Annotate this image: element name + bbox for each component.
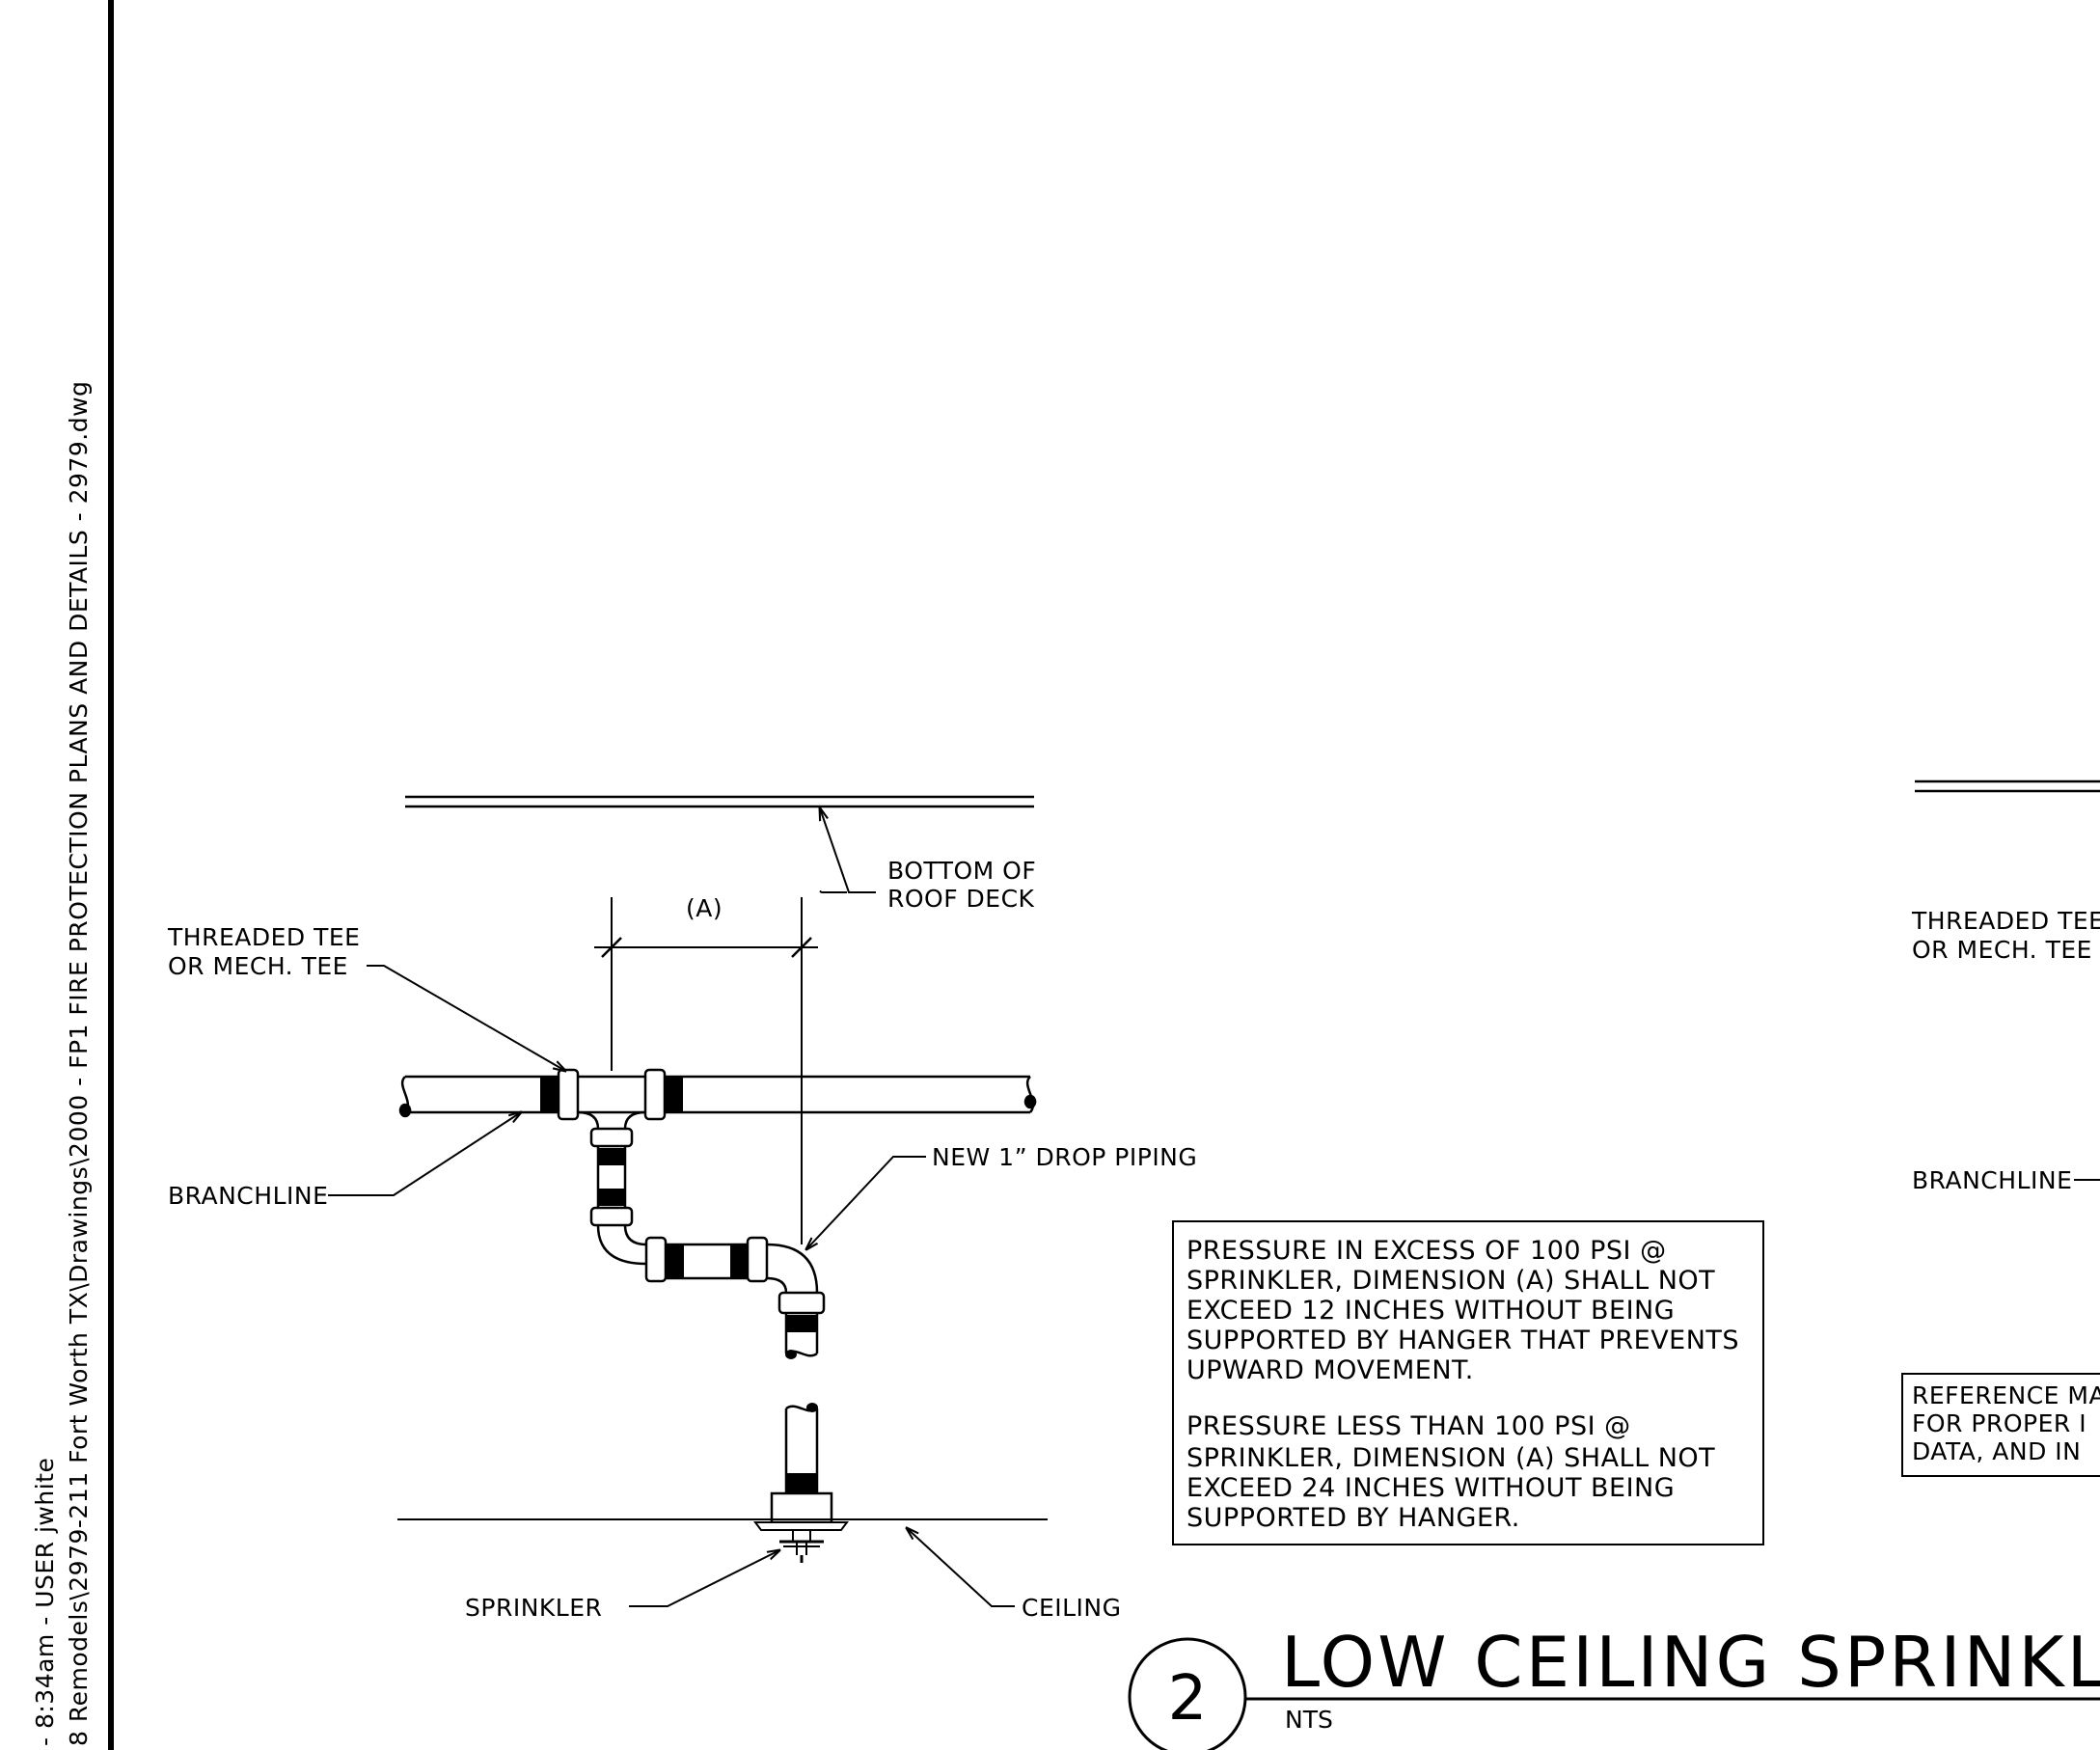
pressure-note-box: PRESSURE IN EXCESS OF 100 PSI @ SPRINKLE… (1172, 1220, 1764, 1545)
note-p1-line5: UPWARD MOVEMENT. (1186, 1355, 1474, 1385)
drop-piping-leader (806, 1156, 926, 1249)
branchline-pipe (398, 1075, 1037, 1118)
detail-title: LOW CEILING SPRINKLER (1281, 1622, 2100, 1703)
right-tee-label-line1: THREADED TEE (1911, 907, 2100, 935)
roof-leader-line (820, 808, 876, 893)
note-p1-line3: EXCEED 12 INCHES WITHOUT BEING (1186, 1296, 1675, 1326)
ceiling-leader (907, 1528, 1015, 1607)
reference-note-line3: DATA, AND IN (1912, 1437, 2081, 1465)
dimension-a (594, 897, 818, 1244)
tee-leader (367, 965, 565, 1071)
note-p2-line3: EXCEED 24 INCHES WITHOUT BEING (1186, 1473, 1675, 1503)
sidebar-timestamp-user: - 8:34am - USER jwhite (31, 1458, 59, 1746)
right-branchline-label: BRANCHLINE (1912, 1166, 2072, 1194)
adjacent-detail-partial: THREADED TEE OR MECH. TEE BRANCHLINE REF… (1901, 779, 2100, 1477)
sprinkler-label: SPRINKLER (465, 1594, 602, 1622)
reference-note-box: REFERENCE MA FOR PROPER I DATA, AND IN (1901, 1373, 2100, 1477)
offset-elbow (596, 1224, 647, 1266)
roof-leader (819, 890, 847, 893)
reference-note-line2: FOR PROPER I (1912, 1409, 2086, 1437)
tee-fitting (540, 1068, 683, 1130)
file-path-sidebar: - 8:34am - USER jwhite 8 Remodels\2979-2… (31, 381, 93, 1746)
detail-scale: NTS (1285, 1706, 1333, 1734)
drop-piping-label: NEW 1” DROP PIPING (932, 1143, 1197, 1171)
detail-number-bubble (1128, 1637, 1247, 1750)
sidebar-file-path: 8 Remodels\2979-211 Fort Worth TX\Drawin… (65, 381, 93, 1746)
roof-label-line2: ROOF DECK (887, 885, 1035, 913)
tee-label-line1: THREADED TEE (167, 923, 360, 951)
detail-number: 2 (1168, 1663, 1208, 1735)
roof-deck (405, 795, 1034, 808)
note-p1-line4: SUPPORTED BY HANGER THAT PREVENTS (1186, 1326, 1739, 1355)
branchline-label: BRANCHLINE (168, 1182, 328, 1210)
reference-note-line1: REFERENCE MA (1912, 1381, 2100, 1409)
horizontal-offset-pipe (644, 1236, 826, 1359)
note-p2-line2: SPRINKLER, DIMENSION (A) SHALL NOT (1186, 1443, 1715, 1473)
low-ceiling-sprinkler-detail: BOTTOM OF ROOF DECK (A) (167, 795, 1197, 1622)
tee-label-line2: OR MECH. TEE (168, 952, 348, 980)
ceiling-label: CEILING (1022, 1594, 1122, 1622)
dimension-a-label: (A) (686, 894, 723, 922)
drop-nipple (589, 1127, 634, 1227)
sprinkler-drop (770, 1403, 833, 1524)
right-tee-label-line2: OR MECH. TEE (1912, 936, 2092, 964)
sprinkler-head-icon (753, 1521, 849, 1563)
branchline-leader (328, 1112, 521, 1196)
note-p1-line1: PRESSURE IN EXCESS OF 100 PSI @ (1186, 1236, 1667, 1266)
detail-title-block: 2 LOW CEILING SPRINKLER NTS (1128, 1622, 2100, 1750)
roof-label-line1: BOTTOM OF (887, 857, 1036, 885)
sprinkler-leader (629, 1550, 779, 1607)
note-p1-line2: SPRINKLER, DIMENSION (A) SHALL NOT (1186, 1266, 1715, 1296)
note-p2-line4: SUPPORTED BY HANGER. (1186, 1503, 1520, 1533)
note-p2-line1: PRESSURE LESS THAN 100 PSI @ (1186, 1411, 1631, 1441)
